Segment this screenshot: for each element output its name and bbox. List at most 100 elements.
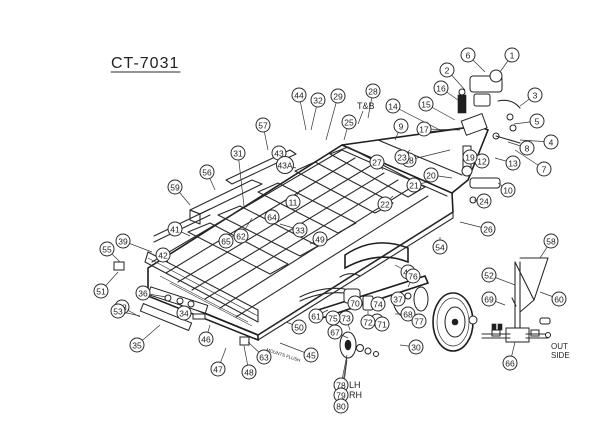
callout-circle <box>527 87 543 103</box>
callout-circle <box>198 331 214 347</box>
callout-32: 32 <box>310 92 326 108</box>
callout-number: 23 <box>397 153 407 163</box>
callout-circle <box>325 310 341 326</box>
callout-circle <box>423 167 439 183</box>
callout-number: 29 <box>333 92 343 102</box>
callout-circle <box>529 113 545 129</box>
callout-49: 49 <box>312 231 328 247</box>
callout-59: 59 <box>167 179 183 195</box>
callout-36: 36 <box>135 285 151 301</box>
callout-number: 27 <box>372 158 382 168</box>
callout-number: 33 <box>295 226 305 236</box>
callout-15: 15 <box>418 96 434 112</box>
callout-number: 52 <box>484 271 494 281</box>
callout-circle <box>241 364 257 380</box>
callout-35: 35 <box>129 337 145 353</box>
callout-number: 6 <box>466 51 471 61</box>
callout-number: 14 <box>388 102 398 112</box>
callout-64: 64 <box>264 209 280 225</box>
callout-circle <box>502 355 518 371</box>
label-rh: RH <box>349 390 362 400</box>
callout-circle <box>310 92 326 108</box>
callout-number: 63 <box>259 353 269 363</box>
callout-number: 49 <box>315 235 325 245</box>
callout-circle <box>255 117 271 133</box>
callout-19: 19 <box>462 149 478 165</box>
callout-10: 10 <box>500 182 516 198</box>
callout-number: 42 <box>158 251 168 261</box>
callout-71: 71 <box>374 316 390 332</box>
callout-number: 21 <box>409 181 419 191</box>
callout-circle <box>308 308 324 324</box>
callout-number: 70 <box>350 299 360 309</box>
callout-circle <box>93 283 109 299</box>
callout-25: 25 <box>341 114 357 130</box>
callout-circle <box>233 228 249 244</box>
callout-42: 42 <box>155 247 171 263</box>
callout-circle <box>439 62 455 78</box>
callout-circle <box>519 140 535 156</box>
callout-53: 53 <box>110 303 126 319</box>
callout-63: 63 <box>256 349 272 365</box>
callout-37: 37 <box>390 291 406 307</box>
callout-39: 39 <box>115 233 131 249</box>
callout-circle <box>218 233 234 249</box>
callout-61: 61 <box>308 308 324 324</box>
model-code: CT-7031 <box>111 55 179 72</box>
callout-number: 45 <box>306 351 316 361</box>
callout-number: 18 <box>404 156 414 166</box>
callout-17: 17 <box>416 121 432 137</box>
callout-number: 41 <box>170 225 180 235</box>
callout-24: 24 <box>476 193 492 209</box>
callout-6: 6 <box>460 47 476 63</box>
trailer-frame <box>113 69 521 346</box>
callout-number: 69 <box>484 295 494 305</box>
callout-3: 3 <box>527 87 543 103</box>
callout-4: 4 <box>543 134 559 150</box>
callout-22: 22 <box>377 196 393 212</box>
callout-number: 25 <box>344 118 354 128</box>
callout-number: 78 <box>336 381 346 391</box>
callout-21: 21 <box>406 177 422 193</box>
callout-circle <box>400 306 416 322</box>
callout-circle <box>341 114 357 130</box>
callout-number: 47 <box>213 365 223 375</box>
callout-number: 26 <box>483 225 493 235</box>
callout-9: 9 <box>393 118 409 134</box>
label-side: SIDE <box>551 351 570 360</box>
callout-number: 60 <box>554 295 564 305</box>
callout-circle <box>377 196 393 212</box>
callout-circle <box>330 88 346 104</box>
callout-47: 47 <box>210 361 226 377</box>
callout-number: 5 <box>535 117 540 127</box>
callout-circle <box>155 247 171 263</box>
callout-circle <box>129 337 145 353</box>
callout-number: 36 <box>138 289 148 299</box>
callout-72: 72 <box>360 314 376 330</box>
callout-circle <box>393 118 409 134</box>
callout-circle <box>406 177 422 193</box>
callout-circle <box>480 221 496 237</box>
callout-circle <box>462 149 478 165</box>
callout-number: 31 <box>233 149 243 159</box>
callout-number: 51 <box>96 287 106 297</box>
callout-46: 46 <box>198 331 214 347</box>
callout-circle <box>256 349 272 365</box>
callout-circle <box>481 291 497 307</box>
callout-41: 41 <box>167 221 183 237</box>
callout-number: 64 <box>267 213 277 223</box>
callout-34: 34 <box>176 305 192 321</box>
callout-50: 50 <box>291 319 307 335</box>
callout-56: 56 <box>199 164 215 180</box>
callout-circle <box>432 239 448 255</box>
callout-7: 7 <box>536 161 552 177</box>
side-bracket-assembly <box>481 257 551 343</box>
callout-circle <box>411 313 427 329</box>
callout-number: 76 <box>408 272 418 282</box>
callout-circle <box>176 305 192 321</box>
callout-number: 16 <box>436 84 446 94</box>
callout-number: 50 <box>294 323 304 333</box>
callout-number: 77 <box>414 317 424 327</box>
callout-circle <box>476 193 492 209</box>
